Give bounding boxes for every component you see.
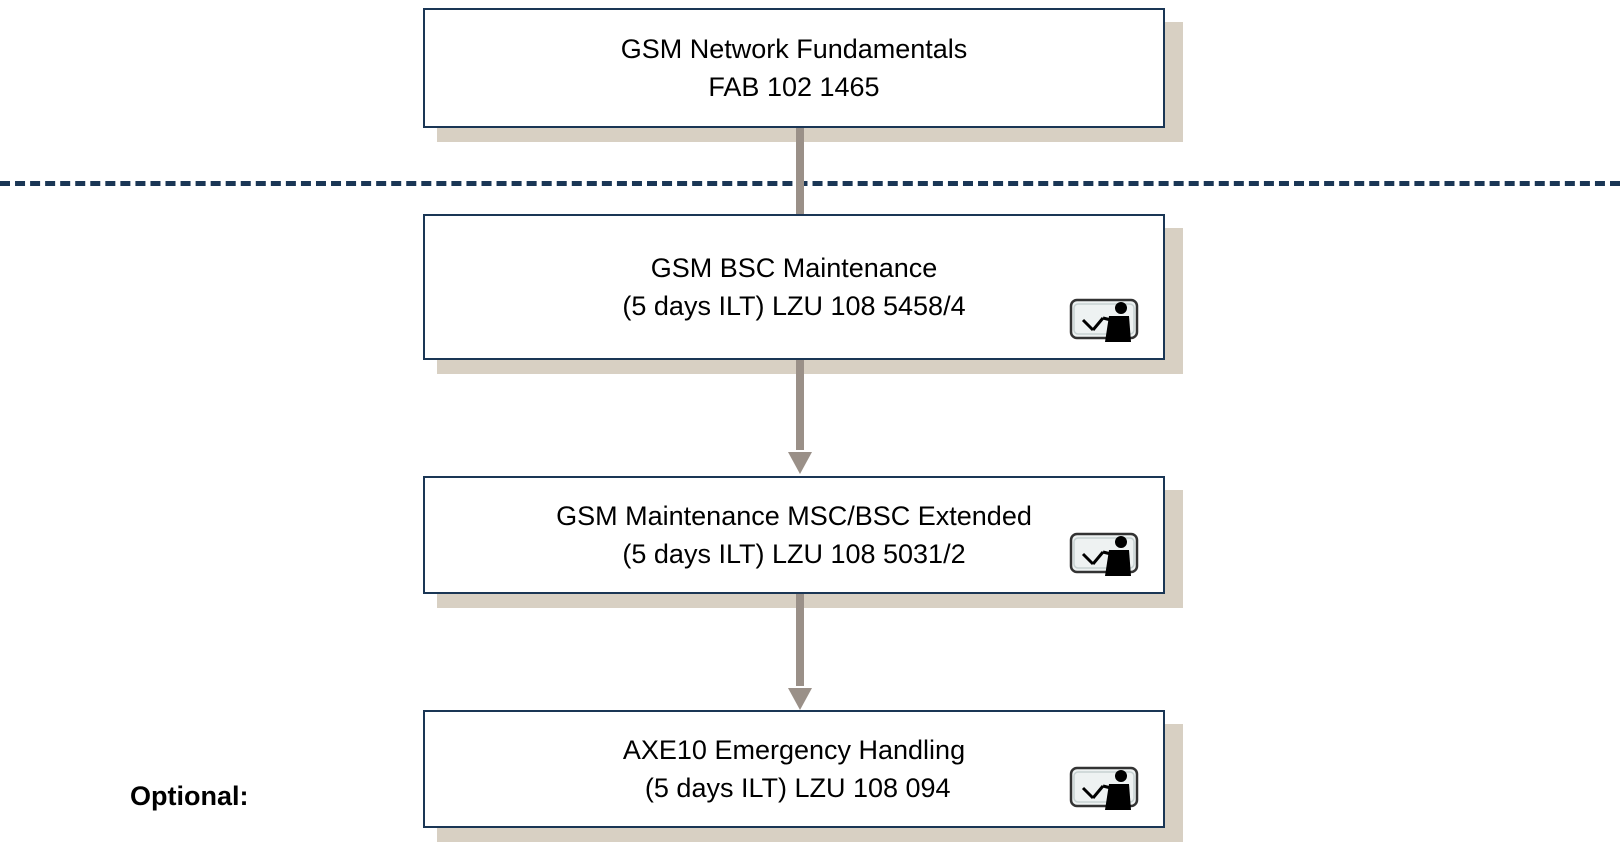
course-text: GSM Maintenance MSC/BSC Extended (5 days… (425, 497, 1163, 573)
course-box-frame: GSM Network Fundamentals FAB 102 1465 (423, 8, 1165, 128)
arrow-down-icon (788, 688, 812, 710)
course-box-msc-bsc-extended: GSM Maintenance MSC/BSC Extended (5 days… (423, 476, 1183, 608)
course-text: AXE10 Emergency Handling (5 days ILT) LZ… (425, 731, 1163, 807)
course-box-frame: GSM BSC Maintenance (5 days ILT) LZU 108… (423, 214, 1165, 360)
course-text: GSM Network Fundamentals FAB 102 1465 (425, 30, 1163, 106)
course-box-frame: AXE10 Emergency Handling (5 days ILT) LZ… (423, 710, 1165, 828)
optional-label: Optional: (130, 781, 249, 811)
course-text: GSM BSC Maintenance (5 days ILT) LZU 108… (425, 249, 1163, 325)
course-box-network-fundamentals: GSM Network Fundamentals FAB 102 1465 (423, 8, 1183, 142)
course-title: GSM Network Fundamentals (620, 34, 968, 64)
instructor-board-icon (1069, 532, 1139, 576)
connector-line (796, 594, 804, 686)
course-title: GSM BSC Maintenance (650, 253, 938, 283)
instructor-board-icon (1069, 298, 1139, 342)
course-code: (5 days ILT) LZU 108 5458/4 (622, 291, 966, 321)
dashed-divider-line (0, 181, 1620, 186)
course-title: AXE10 Emergency Handling (622, 735, 966, 765)
course-box-emergency-handling: AXE10 Emergency Handling (5 days ILT) LZ… (423, 710, 1183, 842)
course-code: (5 days ILT) LZU 108 094 (637, 773, 951, 803)
instructor-board-icon (1069, 766, 1139, 810)
arrow-down-icon (788, 452, 812, 474)
connector-line (796, 128, 804, 214)
course-code: (5 days ILT) LZU 108 5031/2 (622, 539, 966, 569)
course-title: GSM Maintenance MSC/BSC Extended (556, 501, 1032, 531)
course-box-bsc-maintenance: GSM BSC Maintenance (5 days ILT) LZU 108… (423, 214, 1183, 374)
course-box-frame: GSM Maintenance MSC/BSC Extended (5 days… (423, 476, 1165, 594)
course-code: FAB 102 1465 (708, 72, 880, 102)
connector-line (796, 360, 804, 450)
